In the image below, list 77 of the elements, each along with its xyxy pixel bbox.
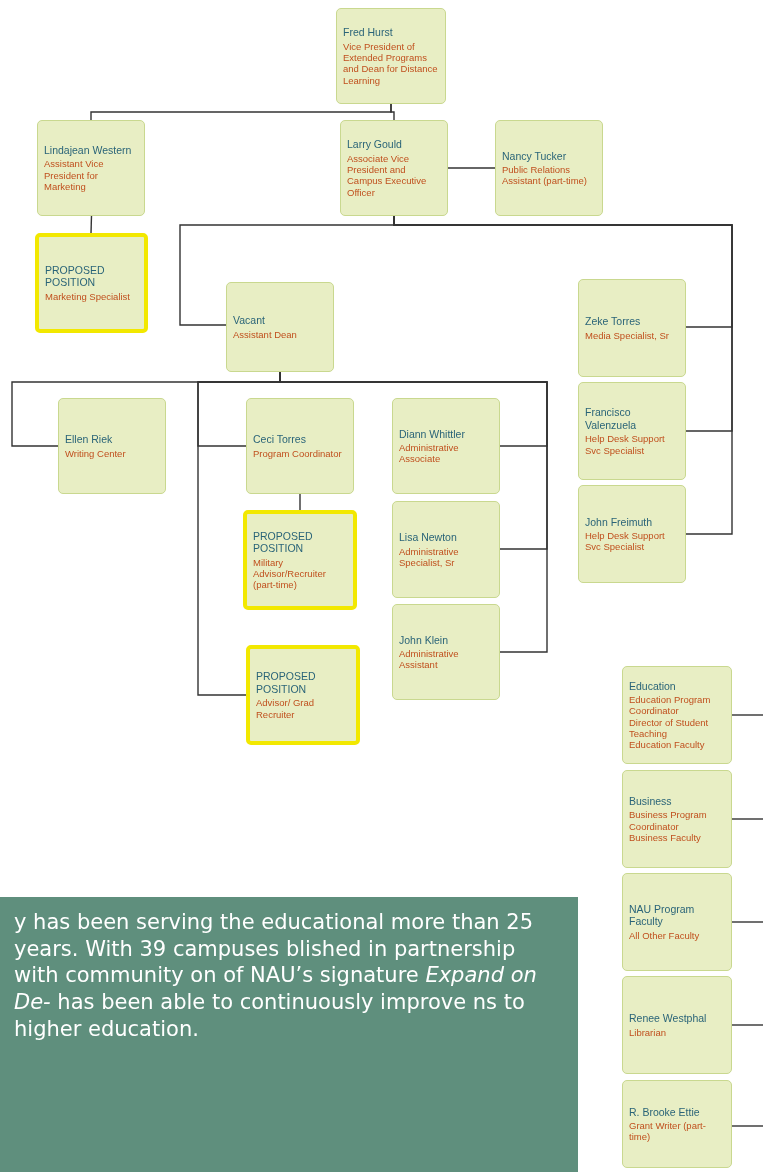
position-card [37, 120, 145, 216]
position-card [392, 501, 500, 598]
title-text: Writing Center [65, 447, 126, 459]
connector-line [731, 1024, 763, 1026]
position-card [226, 282, 334, 372]
name-text: Ceci Torres [253, 433, 306, 446]
title-text: Help Desk Support Svc Specialist [585, 530, 666, 553]
name-text: Education [629, 679, 676, 693]
name-text: Ellen Riek [65, 433, 113, 446]
title-text: Education Faculty [629, 739, 705, 751]
proposed-position-card [35, 233, 148, 333]
position-card [622, 1080, 732, 1168]
paragraph: y has been serving the educational more than 25 years. With 39 campuses blished in partnership with community on of NAU’s signature Expand on De- has been able to continuously improve ns to higher education. [14, 909, 538, 1043]
title-text: Administrative Associate [399, 442, 460, 465]
name-text: Nancy Tucker [502, 149, 567, 163]
name-text: Renee Westphal [629, 1012, 707, 1025]
proposed-position-card [243, 510, 357, 610]
title-text: Military Advisor/Recruiter (part-time) [253, 556, 327, 591]
title-text: Grant Writer (part-time) [629, 1120, 707, 1143]
name-text: NAU Program Faculty [629, 902, 696, 928]
connector-line [731, 1125, 763, 1127]
title-text: Director of Student Teaching [629, 716, 710, 740]
name-text: Francisco Valenzuela [585, 406, 638, 432]
title-text: Help Desk Support Svc Specialist [585, 433, 666, 456]
title-text: Librarian [629, 1026, 666, 1038]
title-text: Vice President of Extended Programs and Dean for Distance Learning [343, 40, 439, 86]
name-text: Lindajean Western [44, 143, 132, 157]
connector-line [731, 921, 763, 923]
name-text: Diann Whittler [399, 427, 465, 441]
connector-line [390, 103, 395, 121]
name-text: PROPOSED POSITION [256, 670, 317, 696]
title-text: Marketing Specialist [45, 291, 130, 303]
title-text: Business Faculty [629, 831, 701, 844]
position-card [340, 120, 448, 216]
title-text: Administrative Specialist, Sr [399, 545, 460, 568]
title-text: Associate Vice President and Campus Executive Officer [347, 152, 428, 198]
position-card [622, 666, 732, 764]
proposed-position-card [246, 645, 360, 745]
text-panel [0, 897, 578, 1172]
position-card [578, 382, 686, 480]
title-text: Administrative Assistant [399, 648, 460, 671]
title-text: Program Coordinator [253, 447, 342, 459]
title-text: Business Program Coordinator [629, 809, 708, 832]
name-text: Vacant [233, 314, 265, 327]
title-text: Media Specialist, Sr [585, 329, 669, 341]
name-text: Larry Gould [347, 138, 402, 151]
title-text: Education Program Coordinator [629, 694, 712, 717]
position-card [622, 976, 732, 1074]
position-card [495, 120, 603, 216]
position-card [58, 398, 166, 494]
position-card [392, 604, 500, 700]
position-card [622, 770, 732, 868]
connector-line [447, 167, 496, 169]
name-text: John Freimuth [585, 515, 653, 529]
position-card [336, 8, 446, 104]
position-card [622, 873, 732, 971]
name-text: R. Brooke Ettie [629, 1105, 700, 1119]
name-text: Fred Hurst [343, 26, 393, 39]
name-text: John Klein [399, 633, 449, 647]
connector-line [299, 493, 301, 511]
connector-line [731, 714, 763, 716]
title-text: All Other Faculty [629, 930, 700, 942]
position-card [578, 485, 686, 583]
title-text: Assistant Dean [233, 328, 297, 340]
name-text: Zeke Torres [585, 315, 641, 328]
title-text: Advisor/ Grad Recruiter [256, 697, 316, 720]
connector-line [90, 215, 93, 234]
position-card [246, 398, 354, 494]
position-card [392, 398, 500, 494]
name-text: PROPOSED POSITION [253, 529, 314, 555]
name-text: Lisa Newton [399, 531, 457, 544]
title-text: Assistant Vice President for Marketing [44, 158, 105, 193]
title-text: Public Relations Assistant (part-time) [502, 164, 588, 187]
name-text: Business [629, 794, 672, 808]
position-card [578, 279, 686, 377]
connector-line [731, 818, 763, 820]
name-text: PROPOSED POSITION [45, 263, 106, 289]
